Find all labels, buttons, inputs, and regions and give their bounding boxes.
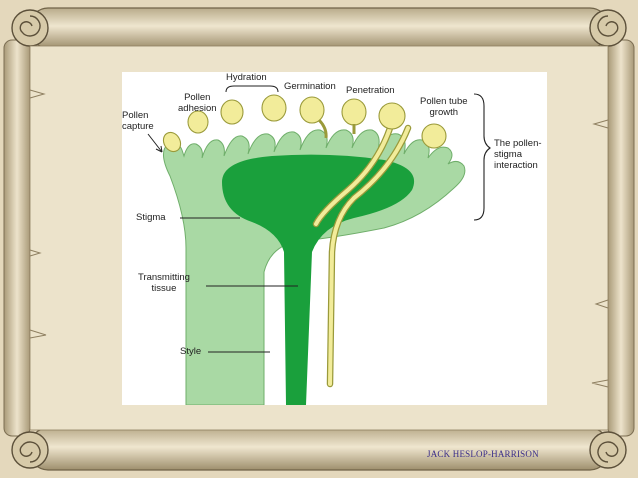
label-pollen-tube-growth: Pollen tube growth — [420, 96, 468, 118]
hydration-bracket — [225, 85, 279, 93]
scroll-curl-top-left — [11, 9, 49, 47]
credit-text: JACK HESLOP-HARRISON — [427, 449, 539, 459]
label-germination: Germination — [284, 81, 336, 92]
pollen-grains — [162, 94, 447, 153]
label-penetration: Penetration — [346, 85, 395, 96]
label-transmitting-tissue: Transmitting tissue — [138, 272, 190, 294]
scroll-curl-bottom-right — [589, 431, 627, 469]
label-stigma: Stigma — [136, 212, 166, 223]
pollen-capture-arrow — [147, 133, 163, 153]
pollen-stigma-diagram: Hydration Germination Penetration Pollen… — [122, 72, 547, 405]
scroll-curl-bottom-left — [11, 431, 49, 469]
right-scroll-edge — [607, 39, 635, 437]
diagram-drawing — [147, 85, 491, 405]
pollen-grain-tube-1 — [378, 102, 406, 130]
pollen-grain-adhesion — [187, 110, 209, 134]
pollen-grain-hydration-1 — [220, 99, 244, 125]
pollen-grain-tube-2 — [421, 123, 447, 149]
pollen-grain-capture — [162, 131, 182, 153]
pollen-grain-hydration-2 — [261, 94, 287, 122]
interaction-brace — [473, 93, 491, 221]
label-pollen-capture: Pollen capture — [122, 110, 154, 132]
pollen-grain-penetration — [341, 98, 367, 126]
label-style: Style — [180, 346, 202, 357]
label-hydration: Hydration — [226, 72, 267, 83]
label-pollen-adhesion: Pollen adhesion — [178, 92, 217, 114]
scroll-curl-top-right — [589, 9, 627, 47]
label-pollen-stigma-interaction: The pollen- stigma interaction — [494, 138, 542, 171]
pollen-grain-germination — [299, 96, 325, 124]
top-scroll-roll — [29, 7, 609, 49]
left-scroll-edge — [3, 39, 31, 437]
transmitting-tissue — [222, 154, 415, 405]
